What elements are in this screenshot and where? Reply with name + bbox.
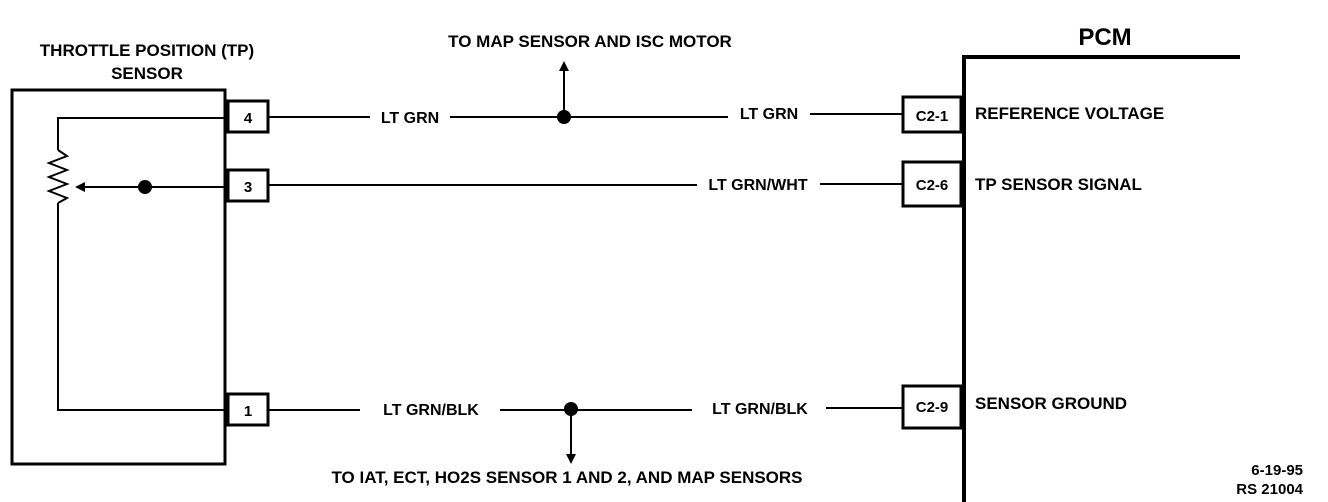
pcm-connector-c2-1: C2-1	[901, 95, 963, 134]
signal-tp-sensor: TP SENSOR SIGNAL	[975, 175, 1142, 194]
signal-sensor-ground: SENSOR GROUND	[975, 394, 1127, 413]
wire-gnd-left-label: LT GRN/BLK	[383, 402, 479, 419]
sensor-housing	[10, 88, 227, 466]
signal-reference-voltage: REFERENCE VOLTAGE	[975, 104, 1164, 123]
note-bottom: TO IAT, ECT, HO2S SENSOR 1 AND 2, AND MA…	[331, 468, 802, 487]
footer-ref: RS 21004	[1236, 481, 1303, 498]
wire-gnd-right-label: LT GRN/BLK	[712, 401, 808, 418]
connector-c2-6-label: C2-6	[916, 177, 949, 194]
wire-ref-right-label: LT GRN	[740, 106, 798, 123]
pcm-title: PCM	[1078, 24, 1131, 51]
connector-c2-9-label: C2-9	[916, 399, 949, 416]
sensor-title-line1: THROTTLE POSITION (TP)	[40, 41, 254, 60]
wiper-junction-dot	[138, 180, 152, 194]
pcm-connector-c2-6: C2-6	[901, 160, 963, 208]
pin-4-label: 4	[244, 110, 253, 127]
sensor-title-line2: SENSOR	[111, 64, 183, 83]
pin-3-label: 3	[244, 179, 252, 196]
footer-date: 6-19-95	[1251, 462, 1303, 479]
pin-1-label: 1	[244, 403, 252, 420]
sensor-pin-3: 3	[226, 168, 270, 203]
pcm-connector-c2-9: C2-9	[901, 384, 963, 430]
connector-c2-1-label: C2-1	[916, 108, 949, 125]
wire-ref-left-label: LT GRN	[381, 110, 439, 127]
sensor-pin-1: 1	[226, 392, 270, 427]
note-top: TO MAP SENSOR AND ISC MOTOR	[448, 32, 732, 51]
sensor-pin-4: 4	[226, 99, 270, 134]
wire-signal-label: LT GRN/WHT	[708, 177, 807, 194]
sensor-internal-gnd-line	[57, 203, 228, 411]
pcm-outline	[962, 55, 1240, 502]
potentiometer-resistor-icon	[46, 149, 70, 204]
sensor-internal-ref-line	[57, 117, 228, 150]
